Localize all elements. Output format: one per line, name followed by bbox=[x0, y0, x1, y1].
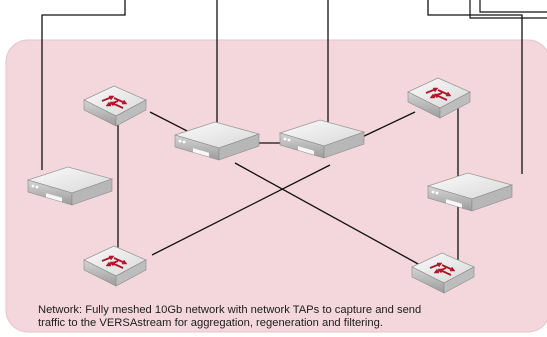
diagram-caption: Network: Fully meshed 10Gb network with … bbox=[38, 304, 422, 329]
link-uplink-right bbox=[427, 0, 523, 174]
link-cross-b bbox=[234, 162, 421, 266]
link-cross-a bbox=[151, 164, 331, 256]
upper-link-bracket-inner bbox=[479, 0, 547, 13]
link-switch-tr-tap bbox=[359, 111, 416, 139]
upper-link-bracket bbox=[469, 0, 547, 19]
link-uplink-left bbox=[41, 0, 126, 170]
